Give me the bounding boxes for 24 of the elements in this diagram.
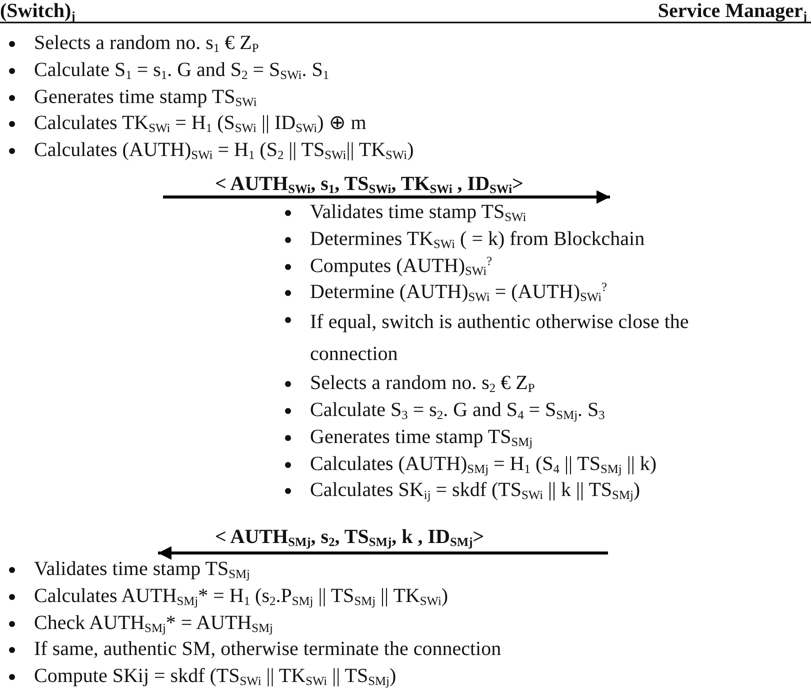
- message-label: < AUTH$_{SWi}$, s$_{1}$, TS$_{SWi}$, TK$_{SWi}$ , ID$_{SWi}$>: [215, 174, 524, 194]
- step-text: Calculates AUTH$_{SMj}$* = H$_{1}$ (s$_{2}$.P$_{SMj}$ || TS$_{SMj}$ || TK$_{SWi}$): [34, 582, 654, 610]
- step-text: Validates time stamp TS$_{SWi}$: [310, 199, 770, 226]
- step-text: Validates time stamp TS$_{SMj}$: [34, 556, 654, 583]
- step-text: Calculate S$_{3}$ = s$_{2}$. G and S$_{4}$ = S$_{SMj}$. S$_{3}$: [310, 396, 770, 424]
- message-arrow: [163, 190, 610, 204]
- step-text: Generates time stamp TS$_{SMj}$: [310, 424, 770, 451]
- step-text: Selects a random no. s$_{1}$ € Z$_{P}$: [34, 30, 594, 57]
- step-text: Compute SKij = skdf (TS$_{SWi}$ || TK$_{SWi}$ || TS$_{SMj}$): [34, 663, 654, 690]
- message-arrow: [158, 546, 608, 560]
- step-text: Selects a random no. s$_{2}$ € Z$_{P}$: [310, 370, 770, 397]
- lifeline-heading: Service Manager$_{j}$: [658, 0, 807, 23]
- lifeline-heading: (Switch)$_{j}$: [0, 0, 76, 23]
- step-text: If same, authentic SM, otherwise terminate the connection: [34, 636, 654, 664]
- step-text: Calculates TK$_{SWi}$ = H$_{1}$ (S$_{SWi}$ || ID$_{SWi}$) ⊕ m: [34, 110, 594, 138]
- step-text: Generates time stamp TS$_{SWi}$: [34, 84, 594, 110]
- step-text: Calculates (AUTH)$_{SMj}$ = H$_{1}$ (S$_{4}$ || TS$_{SMj}$ || k): [310, 450, 770, 478]
- step-text: If equal, switch is authentic otherwise close the connection: [310, 306, 710, 370]
- step-text: Determines TK$_{SWi}$ ( = k) from Blockchain: [310, 226, 770, 253]
- step-text: Check AUTH$_{SMj}$* = AUTH$_{SMj}$: [34, 610, 654, 636]
- step-text: Calculate S$_{1}$ = s$_{1}$. G and S$_{2}$ = S$_{SWi}$. S$_{1}$: [34, 56, 594, 84]
- message-label: < AUTH$_{SMj}$, s$_{2}$, TS$_{SMj}$, k , ID$_{SMj}$>: [215, 527, 484, 547]
- step-text: Calculates SK$_{ij}$ = skdf (TS$_{SWi}$ || k || TS$_{SMj}$): [310, 477, 770, 504]
- step-text: Calculates (AUTH)$_{SWi}$ = H$_{1}$ (S$_{2}$ || TS$_{SWi}$|| TK$_{SWi}$): [34, 137, 594, 164]
